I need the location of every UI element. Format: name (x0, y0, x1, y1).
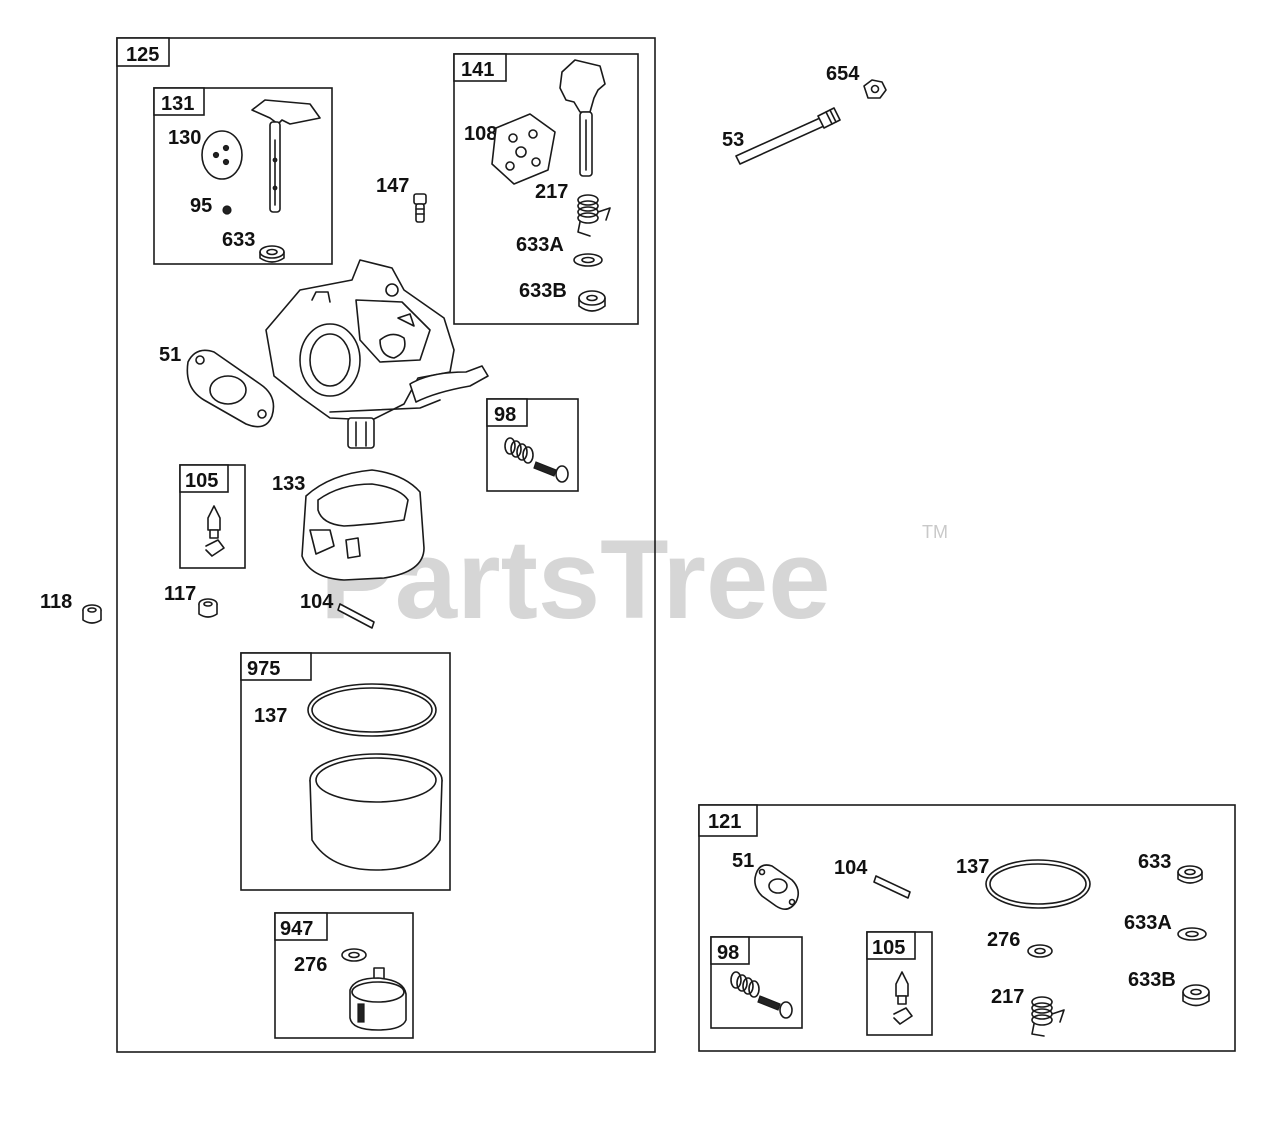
callout-53[interactable]: 53 (722, 129, 744, 151)
group-975-tag[interactable] (240, 652, 312, 681)
carburetor-body-icon[interactable] (265, 259, 489, 449)
spring-icon[interactable] (730, 971, 760, 998)
callout-633b[interactable]: 633B (519, 280, 567, 302)
callout-kit-276[interactable]: 276 (987, 929, 1020, 951)
group-947-tag[interactable] (274, 912, 328, 941)
group-975-frame (240, 652, 451, 891)
callout-kit-137[interactable]: 137 (956, 856, 989, 878)
group-98-frame (486, 398, 579, 492)
callout-137[interactable]: 137 (254, 705, 287, 727)
callout-117[interactable]: 117 (164, 583, 196, 605)
bushing-icon[interactable] (1182, 984, 1210, 1007)
float-pin-icon[interactable] (337, 603, 375, 629)
washer-icon[interactable] (1027, 944, 1053, 958)
callout-654[interactable]: 654 (826, 63, 860, 85)
callout-kit-51[interactable]: 51 (732, 850, 754, 872)
group-98-label: 98 (494, 404, 516, 426)
callout-633[interactable]: 633 (222, 229, 255, 251)
seat-icon[interactable] (82, 604, 102, 624)
callout-95[interactable]: 95 (190, 195, 212, 217)
group-105-kit-tag[interactable] (866, 931, 916, 960)
group-98-kit-tag[interactable] (710, 936, 750, 965)
group-141-label: 141 (461, 59, 494, 81)
group-947-frame (274, 912, 414, 1039)
solenoid-icon[interactable] (349, 967, 407, 1031)
callout-51[interactable]: 51 (159, 344, 181, 366)
bushing-icon[interactable] (259, 245, 285, 263)
group-105-label: 105 (185, 470, 218, 492)
float-pin-icon[interactable] (873, 875, 911, 899)
group-947-label: 947 (280, 918, 313, 940)
mixture-screw-icon[interactable] (533, 461, 569, 483)
callout-633a[interactable]: 633A (516, 234, 564, 256)
float-icon[interactable] (301, 469, 425, 581)
callout-kit-633[interactable]: 633 (1138, 851, 1171, 873)
group-125-frame (116, 37, 656, 1053)
group-131-tag[interactable] (153, 87, 205, 116)
group-131-frame (153, 87, 333, 265)
choke-shaft-icon[interactable] (251, 99, 321, 213)
spring-icon[interactable] (1031, 996, 1065, 1037)
mixture-screw-icon[interactable] (757, 995, 793, 1019)
group-141-frame (453, 53, 639, 325)
group-121-frame (698, 804, 1236, 1052)
washer-icon[interactable] (341, 948, 367, 962)
callout-118[interactable]: 118 (40, 591, 72, 613)
spring-icon[interactable] (504, 437, 534, 464)
callout-130[interactable]: 130 (168, 127, 201, 149)
callout-276[interactable]: 276 (294, 954, 327, 976)
inlet-needle-icon[interactable] (893, 971, 913, 1025)
gasket-icon[interactable] (186, 349, 275, 428)
group-121-label: 121 (708, 811, 741, 833)
watermark-trademark: TM (922, 522, 948, 542)
callout-kit-104[interactable]: 104 (834, 857, 868, 879)
washer-icon[interactable] (573, 253, 603, 267)
group-121-tag[interactable] (698, 804, 758, 837)
callout-104[interactable]: 104 (300, 591, 334, 613)
gasket-icon[interactable] (754, 864, 800, 910)
callout-kit-633a[interactable]: 633A (1124, 912, 1172, 934)
stud-icon[interactable] (735, 107, 841, 165)
callout-kit-217[interactable]: 217 (991, 986, 1024, 1008)
choke-plate-icon[interactable] (201, 130, 243, 180)
group-98-kit-label: 98 (717, 942, 739, 964)
callout-kit-633b[interactable]: 633B (1128, 969, 1176, 991)
callout-147[interactable]: 147 (376, 175, 409, 197)
group-975-label: 975 (247, 658, 280, 680)
inlet-needle-icon[interactable] (205, 505, 225, 557)
group-98-kit-frame (710, 936, 803, 1029)
callout-217[interactable]: 217 (535, 181, 568, 203)
group-131-label: 131 (161, 93, 194, 115)
throttle-shaft-icon[interactable] (559, 59, 606, 177)
nut-icon[interactable] (863, 79, 887, 99)
group-105-kit-label: 105 (872, 937, 905, 959)
callout-133[interactable]: 133 (272, 473, 305, 495)
group-105-tag[interactable] (179, 464, 229, 493)
o-ring-icon[interactable] (985, 859, 1091, 909)
seat-icon[interactable] (198, 598, 218, 618)
idle-screw-icon[interactable] (413, 193, 427, 223)
spring-icon[interactable] (577, 194, 611, 237)
callout-108[interactable]: 108 (464, 123, 497, 145)
group-141-tag[interactable] (453, 53, 507, 82)
group-125-tag[interactable] (116, 37, 170, 67)
group-125-label: 125 (126, 44, 159, 66)
float-bowl-icon[interactable] (309, 753, 443, 871)
group-98-tag[interactable] (486, 398, 528, 427)
bushing-icon[interactable] (578, 290, 606, 312)
throttle-plate-icon[interactable] (491, 113, 556, 185)
o-ring-icon[interactable] (307, 683, 437, 737)
washer-icon[interactable] (1177, 927, 1207, 941)
screw-icon[interactable] (222, 205, 232, 215)
bushing-icon[interactable] (1177, 865, 1203, 884)
